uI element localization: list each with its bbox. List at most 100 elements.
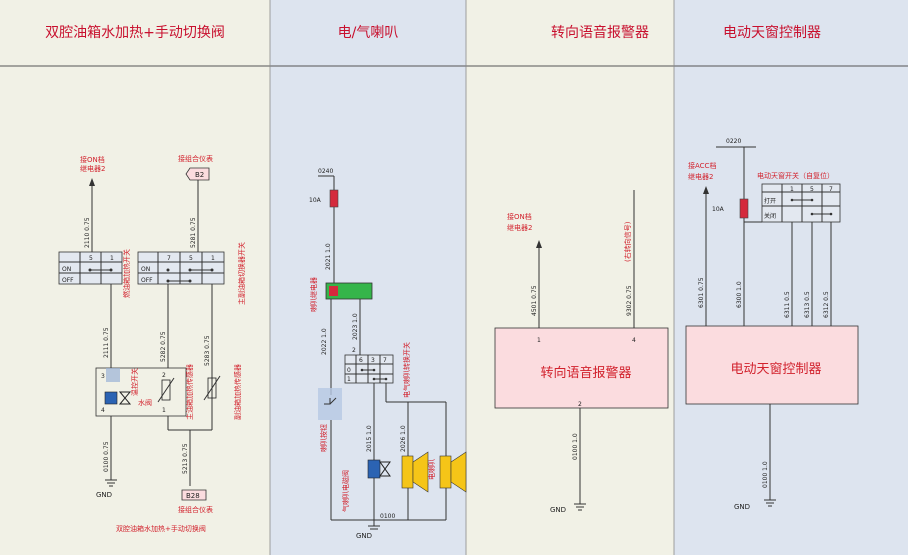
- b2-connector-icon: [185, 167, 210, 181]
- p1-valve-switch: 温控开关: [130, 368, 139, 396]
- panel-3-bg: [466, 0, 674, 555]
- p4-acc-l2: 继电器2: [688, 172, 713, 181]
- p1-t5b: 5: [189, 255, 193, 262]
- panel-1-bg: [0, 0, 270, 555]
- p3-gnd: GND: [550, 506, 566, 514]
- fuse-icon-2: [739, 198, 749, 219]
- p1-on-relay-l1: 接ON档: [80, 155, 105, 164]
- panel-4-bg: [674, 0, 908, 555]
- p3-w0100: 0100 1.0: [572, 433, 579, 460]
- p1-wire-2111: 2111 0.75: [103, 327, 110, 358]
- p2-relay: 喇叭继电器: [309, 277, 318, 312]
- p2-t3: 3: [371, 357, 375, 364]
- turn-alarm-box: [494, 327, 669, 409]
- arrow-up-icon-2: [536, 240, 542, 248]
- p1-to-cluster-bottom: 接组合仪表: [178, 505, 213, 514]
- p1-to-cluster-top: 接组合仪表: [178, 154, 213, 163]
- p2-w2021: 2021 1.0: [325, 243, 332, 270]
- header-col2: 电/气喇叭: [338, 25, 399, 41]
- p1-valve-label: 水阀: [138, 398, 152, 407]
- p2-t2: 2: [352, 347, 356, 354]
- p1-b2: B2: [195, 171, 204, 179]
- panel-3: 接ON档 继电器2 4501 0.75 (右转向信号) 9302 0.75 1 …: [494, 190, 669, 514]
- relay-coil-icon: [329, 286, 338, 296]
- p1-gnd: GND: [96, 491, 112, 499]
- p4-open: 打开: [764, 197, 776, 205]
- p1-on: ON: [62, 266, 71, 273]
- p1-t1: 1: [110, 255, 114, 262]
- p3-w9302: 9302 0.75: [626, 285, 633, 316]
- p1-wire-5283: 5283 0.75: [204, 335, 211, 366]
- panel-1: 接ON档 继电器2 2110 0.75 接组合仪表 B2 5281 0.75 O…: [58, 154, 246, 533]
- p4-w0220: 0220: [726, 138, 741, 145]
- p2-w2015: 2015 1.0: [366, 425, 373, 452]
- p1-wire-2110: 2110 0.75: [84, 217, 91, 248]
- heating-switch: [58, 251, 123, 285]
- p3-w4501: 4501 0.75: [531, 285, 538, 316]
- push-button-icon: [324, 397, 337, 405]
- p1-sensor2: 副油箱加热传感器: [233, 364, 242, 420]
- p3-box: 转向语音报警器: [540, 365, 631, 381]
- p2-fuse: 10A: [309, 197, 322, 204]
- p3-pin1: 1: [537, 337, 541, 344]
- air-valve-icon: [367, 459, 381, 479]
- sensor1-icon: [161, 379, 171, 401]
- p1-t2: 2: [162, 372, 166, 379]
- p3-relay-l1: 接ON档: [507, 212, 532, 221]
- p1-wire-5213: 5213 0.75: [182, 443, 189, 474]
- p2-p0: 0: [347, 367, 351, 374]
- p1-sensor1: 主油箱加热传感器: [185, 364, 194, 420]
- p2-w2023: 2023 1.0: [352, 313, 359, 340]
- p2-t7: 7: [383, 357, 387, 364]
- p4-acc-l1: 接ACC档: [688, 161, 716, 170]
- p1-on-relay-l2: 继电器2: [80, 164, 105, 173]
- header-col4: 电动天窗控制器: [723, 24, 821, 41]
- p1-on2: ON: [141, 266, 150, 273]
- p4-t5: 5: [810, 186, 814, 193]
- p2-t6: 6: [359, 357, 363, 364]
- p4-w0100: 0100 1.0: [762, 461, 769, 488]
- panel-2: 0240 10A 2021 1.0 喇叭继电器 2022 1.0 2023 1.…: [309, 168, 467, 540]
- panel-4: 0220 10A 6300 1.0 接ACC档 继电器2 6301 0.75 电…: [685, 138, 859, 511]
- p1-wire-5281: 5281 0.75: [190, 217, 197, 248]
- horn1-icon: [401, 455, 414, 489]
- horn2-icon: [439, 455, 452, 489]
- p4-t7: 7: [829, 186, 833, 193]
- p1-off2: OFF: [141, 277, 153, 284]
- p1-sw2-label: 主副油箱切换器开关: [237, 242, 246, 305]
- p1-sw1-label: 燃油箱加热开关: [122, 249, 131, 298]
- tank-switch: [137, 251, 225, 285]
- p1-t1c: 1: [162, 407, 166, 414]
- p4-w6311: 6311 0.5: [784, 291, 791, 318]
- solenoid-icon: [104, 391, 118, 405]
- p1-t4: 4: [101, 407, 105, 414]
- p2-horn: 电喇叭: [427, 459, 436, 480]
- p2-sw-label: 电气喇叭转换开关: [402, 342, 411, 398]
- valve-assembly: [95, 367, 187, 417]
- p4-w6312: 6312 0.5: [823, 291, 830, 318]
- p3-relay-l2: 继电器2: [507, 223, 532, 232]
- p1-t3: 3: [101, 373, 105, 380]
- p3-pin4: 4: [632, 337, 636, 344]
- p2-gnd: GND: [356, 532, 372, 540]
- p2-horn-btn: 喇叭按钮: [319, 424, 328, 452]
- p4-gnd: GND: [734, 503, 750, 511]
- p4-w6301: 6301 0.75: [698, 277, 705, 308]
- p1-footer: 双腔油箱水加热+手动切换阀: [116, 524, 206, 533]
- p1-t7: 7: [167, 255, 171, 262]
- p1-wire-5282: 5282 0.75: [160, 331, 167, 362]
- header-col1: 双腔油箱水加热+手动切换阀: [45, 24, 225, 41]
- p2-p1: 1: [347, 376, 351, 383]
- p2-w2026: 2026 1.0: [400, 425, 407, 452]
- p2-air-valve: 气喇叭电磁阀: [341, 470, 350, 512]
- valve-icon: [118, 391, 132, 405]
- p1-t5: 5: [89, 255, 93, 262]
- sensor2-icon: [207, 377, 217, 399]
- b28-connector-icon: [181, 489, 207, 501]
- p1-b28: B28: [186, 492, 200, 500]
- p4-fuse: 10A: [712, 206, 725, 213]
- p2-w2022: 2022 1.0: [321, 328, 328, 355]
- arrow-up-icon: [89, 178, 95, 186]
- arrow-up-icon-3: [703, 186, 709, 194]
